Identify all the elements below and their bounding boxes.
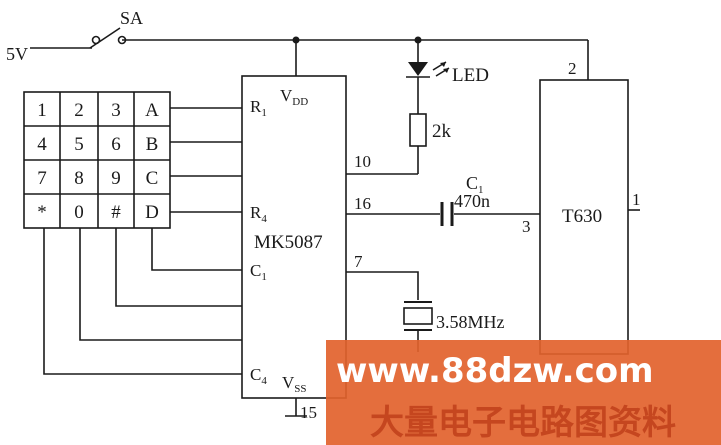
capacitor-icon bbox=[440, 202, 454, 226]
ic-vdd-label: VDD bbox=[280, 86, 308, 108]
t630-pin-3: 3 bbox=[522, 217, 531, 236]
keypad-key: D bbox=[145, 202, 159, 223]
keypad-key: 9 bbox=[111, 168, 121, 189]
keypad-key: 5 bbox=[74, 134, 84, 155]
keypad-key: 1 bbox=[37, 100, 47, 121]
col-wire-2 bbox=[115, 228, 242, 307]
pin-16: 16 bbox=[354, 194, 371, 213]
ic-c1-label: C1 bbox=[250, 261, 267, 283]
keypad-key: # bbox=[111, 202, 121, 223]
col-wire-1 bbox=[151, 228, 242, 271]
keypad-key: * bbox=[37, 202, 47, 223]
led-label: LED bbox=[452, 65, 489, 86]
t630-name: T630 bbox=[562, 206, 602, 227]
ic-vss-label: VSS bbox=[282, 373, 307, 395]
keypad-key: A bbox=[145, 100, 159, 121]
keypad-key: 8 bbox=[74, 168, 84, 189]
resistor-icon bbox=[409, 113, 427, 147]
capacitor-value: 470n bbox=[454, 191, 490, 211]
watermark-url: www.88dzw.com bbox=[336, 351, 654, 391]
crystal-label: 3.58MHz bbox=[436, 312, 505, 332]
keypad-key: 4 bbox=[37, 134, 47, 155]
col-wire-4 bbox=[43, 228, 242, 375]
pin-10: 10 bbox=[354, 152, 371, 171]
watermark: www.88dzw.com 大量电子电路图资料 bbox=[326, 340, 721, 445]
ic-mk5087 bbox=[241, 75, 347, 399]
switch-label: SA bbox=[120, 8, 143, 28]
t630-pin-1: 1 bbox=[632, 190, 641, 209]
keypad bbox=[23, 91, 171, 229]
keypad-key: 7 bbox=[37, 168, 47, 189]
ic-c4-label: C4 bbox=[250, 365, 267, 387]
led-icon bbox=[406, 40, 450, 114]
keypad-key: 3 bbox=[111, 100, 121, 121]
power-switch bbox=[30, 27, 296, 49]
capacitor-label: C1 bbox=[466, 173, 484, 196]
keypad-key: 0 bbox=[74, 202, 84, 223]
watermark-banner bbox=[326, 340, 721, 445]
ic-r4-label: R4 bbox=[250, 203, 267, 225]
watermark-tagline: 大量电子电路图资料 bbox=[370, 403, 676, 443]
ic-r1-label: R1 bbox=[250, 97, 267, 119]
col-wire-3 bbox=[79, 228, 242, 341]
pin7-wire bbox=[346, 271, 419, 300]
keypad-key: 2 bbox=[74, 100, 84, 121]
t630-pin-2: 2 bbox=[568, 59, 577, 78]
ground-icon bbox=[285, 398, 307, 417]
keypad-keys: 1 2 3 A 4 5 6 B 7 8 9 C * 0 # D bbox=[37, 100, 159, 223]
supply-voltage-label: 5V bbox=[6, 44, 28, 64]
keypad-key: B bbox=[146, 134, 159, 155]
resistor-label: 2k bbox=[432, 121, 452, 142]
ic-name: MK5087 bbox=[254, 232, 323, 253]
crystal-icon bbox=[403, 301, 433, 331]
pin-15: 15 bbox=[300, 403, 317, 422]
keypad-key: 6 bbox=[111, 134, 121, 155]
keypad-key: C bbox=[146, 168, 159, 189]
pin-7: 7 bbox=[354, 252, 363, 271]
